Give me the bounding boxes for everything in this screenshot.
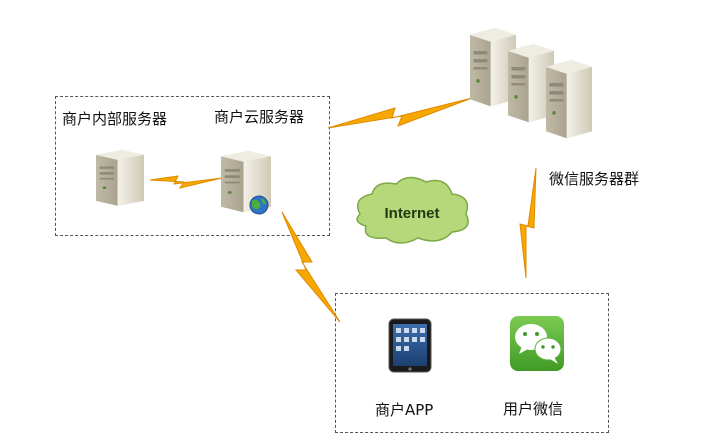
merchant-internal-server-icon (96, 150, 144, 206)
wechat-server-cluster-icon (470, 28, 592, 139)
user-wechat-label: 用户微信 (503, 400, 564, 418)
lightning-link-cloud-wechat (327, 97, 473, 129)
wechat-server-cluster-label: 微信服务器群 (549, 170, 640, 188)
internet-label: Internet (384, 205, 439, 222)
merchant-zone-box (55, 96, 330, 236)
globe-icon (249, 195, 269, 215)
lightning-link-internal-cloud (149, 175, 223, 189)
merchant-cloud-server-label: 商户云服务器 (214, 108, 305, 126)
merchant-internal-server-label: 商户内部服务器 (62, 110, 168, 128)
merchant-app-label: 商户APP (375, 401, 434, 419)
client-zone-box (335, 293, 609, 433)
lightning-link-wechat-user (519, 167, 537, 279)
cloud-icon (356, 176, 469, 244)
wechat-icon (510, 316, 564, 371)
tablet-icon (388, 318, 432, 373)
lightning-link-cloud-app (281, 211, 341, 323)
